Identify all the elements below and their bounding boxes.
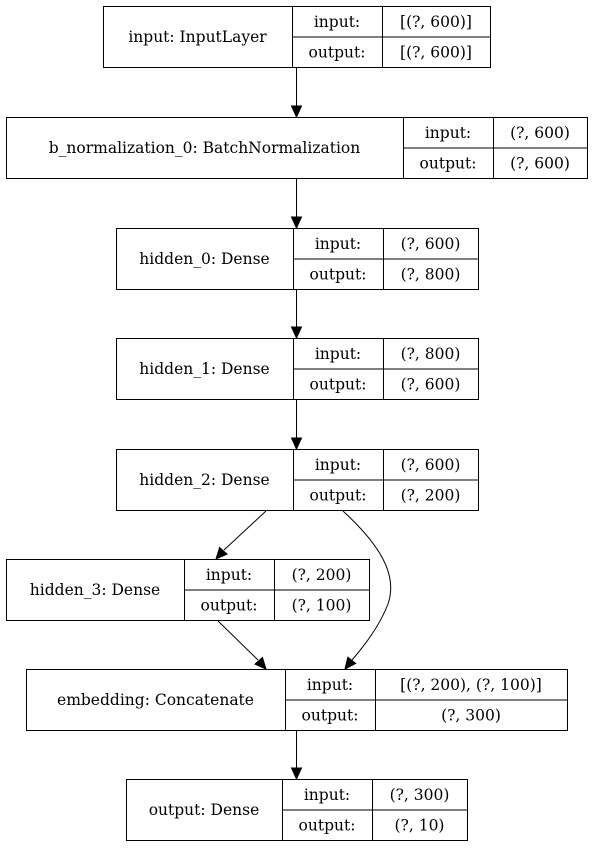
node-hidden-1: hidden_1: Dense input: output: (?, 800) (?, …	[116, 338, 479, 400]
output-shape: (?, 600)	[510, 154, 570, 172]
output-label: output:	[309, 43, 366, 61]
output-label: output:	[302, 706, 359, 724]
arrowhead	[290, 437, 303, 451]
input-shape: (?, 600)	[401, 235, 461, 253]
edge-hidden-1-to-hidden-2	[290, 400, 303, 451]
edge-hidden-0-to-hidden-1	[290, 290, 303, 340]
output-shape: (?, 600)	[401, 375, 461, 393]
output-shape: [(?, 600)]	[400, 43, 472, 61]
node-name: hidden_2: Dense	[139, 471, 269, 489]
input-shape: [(?, 600)]	[400, 13, 472, 31]
edges	[215, 68, 392, 781]
input-label: input:	[315, 456, 361, 474]
output-shape: (?, 300)	[441, 706, 501, 724]
edge-input-to-b-normalization-0	[290, 68, 303, 119]
input-label: input:	[314, 13, 360, 31]
input-shape: (?, 800)	[401, 345, 461, 363]
node-b-normalization-0: b_normalization_0: BatchNormalization inp…	[6, 117, 588, 179]
output-label: output:	[310, 265, 367, 283]
edge-b-normalization-0-to-hidden-0	[290, 179, 303, 230]
node-name: input: InputLayer	[128, 28, 267, 46]
output-shape: (?, 10)	[395, 816, 445, 834]
input-label: input:	[315, 345, 361, 363]
edge-embedding-to-output	[290, 731, 303, 781]
input-label: input:	[307, 676, 353, 694]
output-label: output:	[299, 816, 356, 834]
node-hidden-2: hidden_2: Dense input: output: (?, 600) (?, …	[116, 449, 479, 511]
output-shape: (?, 800)	[401, 265, 461, 283]
arrowhead	[215, 546, 228, 560]
edge-line	[223, 510, 267, 551]
arrowhead	[254, 656, 267, 670]
input-label: input:	[315, 235, 361, 253]
output-label: output:	[420, 154, 477, 172]
output-shape: (?, 100)	[292, 596, 352, 614]
node-hidden-3: hidden_3: Dense input: output: (?, 200) (?, …	[6, 559, 370, 621]
input-shape: (?, 600)	[401, 456, 461, 474]
arrowhead	[290, 216, 303, 230]
node-hidden-0: hidden_0: Dense input: output: (?, 600) (?, …	[116, 228, 479, 290]
input-shape: (?, 600)	[510, 124, 570, 142]
output-label: output:	[310, 375, 367, 393]
input-shape: (?, 200)	[292, 566, 352, 584]
output-label: output:	[310, 486, 367, 504]
input-shape: [(?, 200), (?, 100)]	[400, 676, 542, 694]
node-name: embedding: Concatenate	[57, 691, 254, 709]
node-output: output: Dense input: output: (?, 300) (?, 10…	[126, 779, 468, 841]
input-label: input:	[304, 786, 350, 804]
arrowhead	[344, 656, 357, 670]
node-name: b_normalization_0: BatchNormalization	[49, 139, 361, 157]
arrowhead	[290, 105, 303, 119]
layer-nodes: input: InputLayer input: output: [(?, 600)]…	[6, 6, 588, 841]
node-embedding: embedding: Concatenate input: output: [(?, …	[26, 669, 568, 731]
node-name: output: Dense	[149, 801, 260, 819]
edge-line	[342, 510, 392, 661]
output-label: output:	[201, 596, 258, 614]
arrowhead	[290, 767, 303, 781]
output-shape: (?, 200)	[401, 486, 461, 504]
node-name: hidden_3: Dense	[30, 581, 160, 599]
arrowhead	[290, 326, 303, 340]
input-label: input:	[425, 124, 471, 142]
node-name: hidden_0: Dense	[139, 250, 269, 268]
edge-hidden-2-to-embedding	[342, 510, 392, 670]
edge-line	[217, 620, 259, 661]
input-label: input:	[206, 566, 252, 584]
edge-hidden-3-to-embedding	[217, 620, 267, 670]
edge-hidden-2-to-hidden-3	[215, 510, 267, 560]
input-shape: (?, 300)	[390, 786, 450, 804]
node-input: input: InputLayer input: output: [(?, 600)]…	[103, 6, 491, 68]
node-name: hidden_1: Dense	[139, 360, 269, 378]
